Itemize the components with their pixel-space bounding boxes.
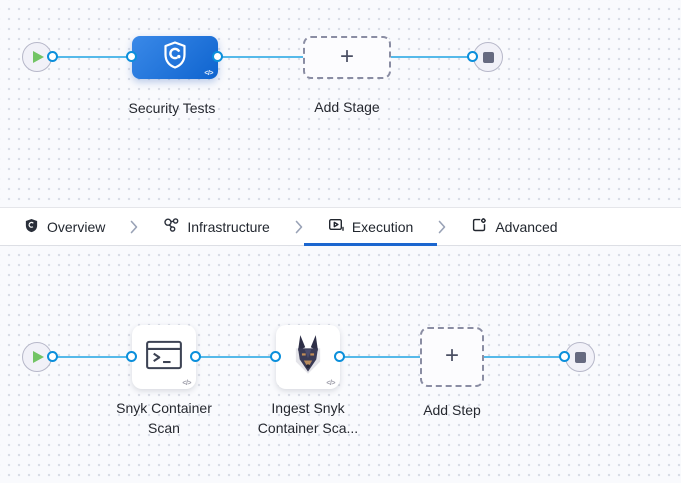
connector-point <box>190 351 201 362</box>
edge <box>340 356 420 358</box>
connector-point <box>334 351 345 362</box>
add-step-button[interactable]: + <box>420 327 484 387</box>
tab-advanced[interactable]: Advanced <box>447 208 581 245</box>
start-node <box>22 342 52 372</box>
play-icon <box>33 351 44 363</box>
code-badge: </> <box>326 380 335 387</box>
stage-canvas: </> + Security Tests Add Stage <box>0 0 681 207</box>
edge <box>196 356 276 358</box>
play-box-icon <box>328 217 344 236</box>
code-badge: </> <box>182 380 191 387</box>
play-icon <box>33 51 44 63</box>
edge <box>52 56 132 58</box>
connector-point <box>47 351 58 362</box>
chevron-right-icon <box>437 208 447 245</box>
stage-label: Security Tests <box>128 100 216 116</box>
tab-label: Advanced <box>495 218 558 235</box>
connector-point <box>467 51 478 62</box>
edge <box>484 356 565 358</box>
connector-point <box>270 351 281 362</box>
plus-icon: + <box>339 42 354 70</box>
edge <box>218 56 303 58</box>
connector-point <box>47 51 58 62</box>
connector-point <box>212 51 223 62</box>
security-shield-icon <box>163 41 187 74</box>
tab-label: Overview <box>47 218 106 235</box>
add-stage-label: Add Stage <box>314 99 380 115</box>
chevron-right-icon <box>294 208 304 245</box>
edge <box>52 356 132 358</box>
code-badge: </> <box>204 70 213 77</box>
step-label: Snyk Container Scan <box>116 400 212 437</box>
execution-canvas: </> </> + Snyk Container Scan Inge <box>0 246 681 483</box>
plus-icon: + <box>444 342 459 369</box>
step-label: Ingest Snyk Container Sca... <box>257 400 359 437</box>
infrastructure-nodes-icon <box>163 217 179 236</box>
stop-icon <box>482 51 494 63</box>
snyk-doberman-icon <box>290 334 326 381</box>
template-gear-icon <box>471 217 487 236</box>
terminal-icon <box>145 340 183 375</box>
add-step-label: Add Step <box>423 402 481 418</box>
end-node <box>565 342 595 372</box>
stage-node-security-tests[interactable]: </> <box>132 36 218 79</box>
edge <box>391 56 473 58</box>
stop-icon <box>574 351 586 363</box>
tab-label: Execution <box>351 218 414 235</box>
connector-point <box>126 51 137 62</box>
add-stage-button[interactable]: + <box>303 36 391 79</box>
step-node-ingest-snyk-container-scan[interactable]: </> <box>276 325 340 389</box>
tab-label: Infrastructure <box>187 218 270 235</box>
chevron-right-icon <box>129 208 139 245</box>
connector-point <box>126 351 137 362</box>
tab-execution[interactable]: Execution <box>303 208 438 246</box>
connector-point <box>559 351 570 362</box>
tab-infrastructure[interactable]: Infrastructure <box>139 208 293 245</box>
tab-overview[interactable]: Overview <box>0 208 129 245</box>
pipeline-tab-bar: Overview Infrastructure Execution <box>0 207 681 246</box>
shield-icon <box>24 218 39 236</box>
step-node-snyk-container-scan[interactable]: </> <box>132 325 196 389</box>
